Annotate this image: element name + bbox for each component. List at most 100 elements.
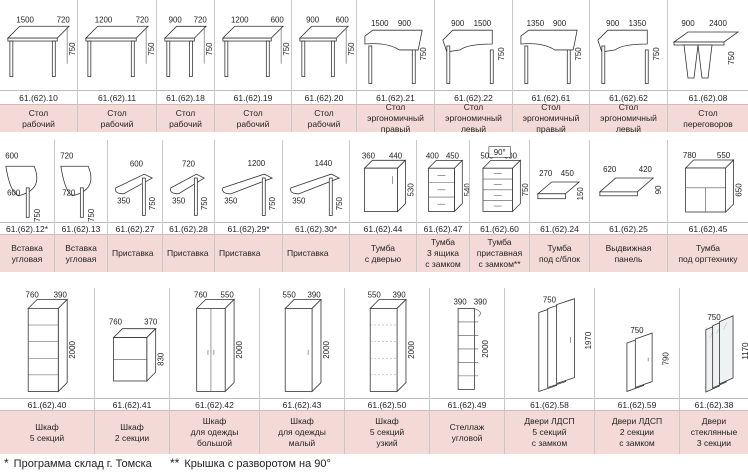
dimension-label: 2000 (481, 340, 490, 358)
product-name: Стол эргономичный левый (590, 102, 667, 134)
product-code: 61.(62).59 (595, 398, 679, 411)
dimension-label: 450 (561, 169, 575, 178)
product-name: Тумба под с/блок (530, 234, 589, 272)
product-name: Стол переговоров (668, 104, 748, 132)
dimension-label: 760 (194, 291, 208, 300)
dimension-label: 720 (62, 189, 76, 198)
rotation-badge-label: 90° (494, 148, 506, 157)
dimension-label: 390 (54, 290, 68, 299)
product-code: 61.(62).47 (417, 222, 469, 235)
dimension-label: 750 (521, 183, 529, 197)
dimension-label: 900 (553, 19, 567, 28)
dimension-label: 900 (606, 19, 620, 28)
dimension-label: 270 (539, 169, 553, 178)
product-name: Стол рабочий (157, 104, 214, 132)
dimension-label: 830 (157, 352, 166, 366)
product-name: Двери ЛДСП 5 секций с замком (505, 410, 594, 454)
product-drawing: 900 720 750 (157, 0, 214, 90)
dimension-label: 450 (446, 151, 460, 160)
product-code: 61.(62).10 (0, 90, 77, 105)
dimension-label: 1970 (584, 331, 593, 349)
product-name: Выдвижная панель (590, 234, 667, 272)
product-code: 61.(62).30* (283, 222, 349, 235)
product-name: Тумба 3 ящика с замком (417, 234, 469, 272)
dimension-label: 1170 (741, 342, 748, 360)
product-code: 61.(62).43 (260, 398, 344, 411)
dimension-label: 750 (205, 42, 214, 56)
product-name: Шкаф для одежды малый (260, 410, 344, 454)
product-name: Двери стеклянные 3 секции (680, 410, 748, 454)
product-name: Тумба приставная с замком** (470, 234, 529, 272)
dimension-label: 750 (727, 51, 736, 65)
dimension-label: 420 (639, 165, 653, 174)
dimension-label: 350 (172, 197, 186, 206)
dimension-label: 600 (7, 189, 21, 198)
product-name: Приставка (108, 234, 162, 272)
product-code: 61.(62).25 (590, 222, 667, 235)
product-code: 61.(62).58 (505, 398, 594, 411)
product-code: 61.(62).27 (108, 222, 162, 235)
product-drawing: 720 720 750 (55, 140, 107, 222)
dimension-label: 750 (87, 208, 96, 222)
dimension-label: 350 (117, 197, 131, 206)
dimension-label: 1200 (248, 159, 266, 168)
product-code: 61.(62).12* (0, 222, 54, 235)
dimension-label: 900 (169, 15, 183, 24)
product-name: Стол эргономичный правый (513, 102, 589, 134)
dimension-label: 780 (683, 151, 697, 160)
dimension-label: 720 (60, 151, 74, 160)
product-name: Тумба с дверью (350, 234, 416, 272)
dimension-label: 650 (735, 183, 744, 197)
dimension-label: 400 (426, 151, 440, 160)
dimension-label: 390 (392, 291, 406, 300)
product-code: 61.(62).22 (435, 90, 512, 105)
product-code: 61.(62).24 (530, 222, 589, 235)
dimension-label: 600 (5, 151, 19, 160)
dimension-label: 440 (389, 151, 403, 160)
dimension-label: 900 (681, 19, 695, 28)
product-code: 61.(62).21 (357, 90, 434, 105)
dimension-label: 720 (194, 15, 208, 24)
dimension-label: 2400 (709, 19, 727, 28)
dimension-label: 750 (148, 196, 157, 210)
dimension-label: 1500 (371, 19, 389, 28)
product-name: Стол рабочий (292, 104, 356, 132)
dimension-label: 1200 (231, 15, 249, 24)
dimension-label: 900 (398, 19, 412, 28)
dimension-label: 2000 (407, 341, 416, 359)
dimension-label: 1440 (315, 159, 333, 168)
dimension-label: 1350 (629, 19, 647, 28)
footnote-warehouse: *Программа склад г. Томска (4, 456, 152, 470)
dimension-label: 750 (335, 196, 344, 210)
dimension-label: 750 (282, 42, 291, 56)
footnote-mark: ** (170, 456, 180, 470)
dimension-label: 390 (474, 298, 488, 307)
product-name: Стол рабочий (215, 104, 291, 132)
product-code: 61.(62).20 (292, 90, 356, 105)
product-drawing: 600 600 750 (0, 140, 54, 222)
dimension-label: 390 (307, 291, 321, 300)
dimension-label: 750 (33, 208, 42, 222)
